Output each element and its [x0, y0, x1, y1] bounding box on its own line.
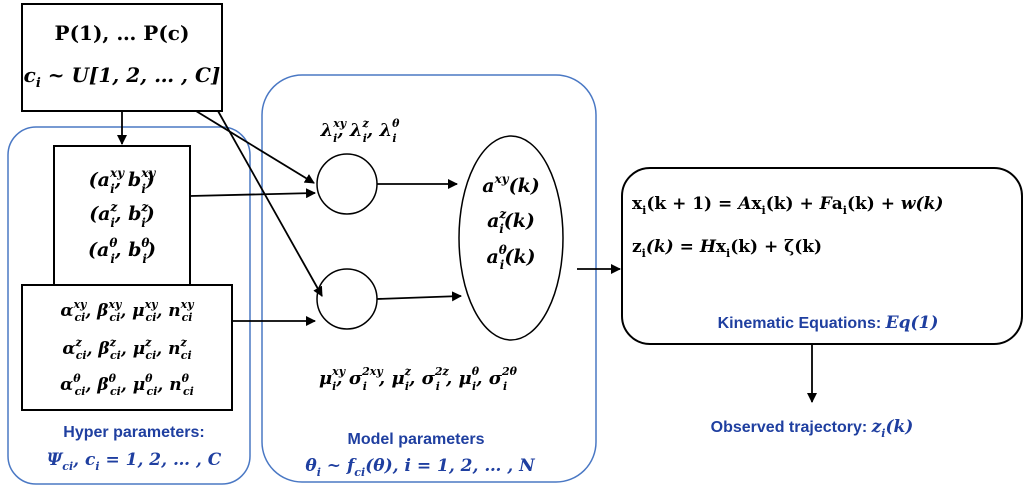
arrow-mu-to-accel [376, 291, 462, 302]
observed-trajectory-label: Observed trajectory: zi(k) [711, 417, 914, 440]
acceleration-node [458, 135, 564, 341]
model-parameters-formula: θi ~ fci(θ), i = 1, 2, … , N [305, 456, 536, 479]
svg-text:axy(k): axy(k) [482, 172, 540, 197]
kinematic-eq-2: zi(k) = Hxi(k) + ζ(k) [632, 237, 822, 260]
prior-line-2: ci ~ U[1, 2, … , C] [24, 63, 221, 91]
hyper-parameters-label: Hyper parameters: [63, 424, 204, 441]
arrow-prior-to-lambda [195, 110, 315, 184]
prior-box [21, 3, 223, 112]
svg-text:azi(k): azi(k) [487, 207, 535, 236]
prior-line-1: P(1), … P(c) [55, 21, 190, 45]
hyper-parameters-formula: Ψci, ci = 1, 2, … , C [47, 450, 222, 473]
kinematic-eq-1: xi(k + 1) = Axi(k) + Fai(k) + w(k) [632, 194, 943, 217]
lambda-node [316, 153, 378, 215]
kinematic-box [621, 167, 1023, 345]
svg-text:aθi(k): aθi(k) [486, 243, 535, 272]
hyper-parameters-panel [7, 126, 251, 485]
hyper-box-bottom [21, 284, 233, 411]
mu-sigma-node [316, 268, 378, 330]
kinematic-label: Kinematic Equations: Eq(1) [718, 313, 939, 333]
model-parameters-panel [261, 74, 597, 483]
arrow-hyper-to-lambda [189, 188, 316, 199]
model-parameters-label: Model parameters [348, 431, 485, 448]
arrow-prior-to-mu [217, 110, 323, 297]
